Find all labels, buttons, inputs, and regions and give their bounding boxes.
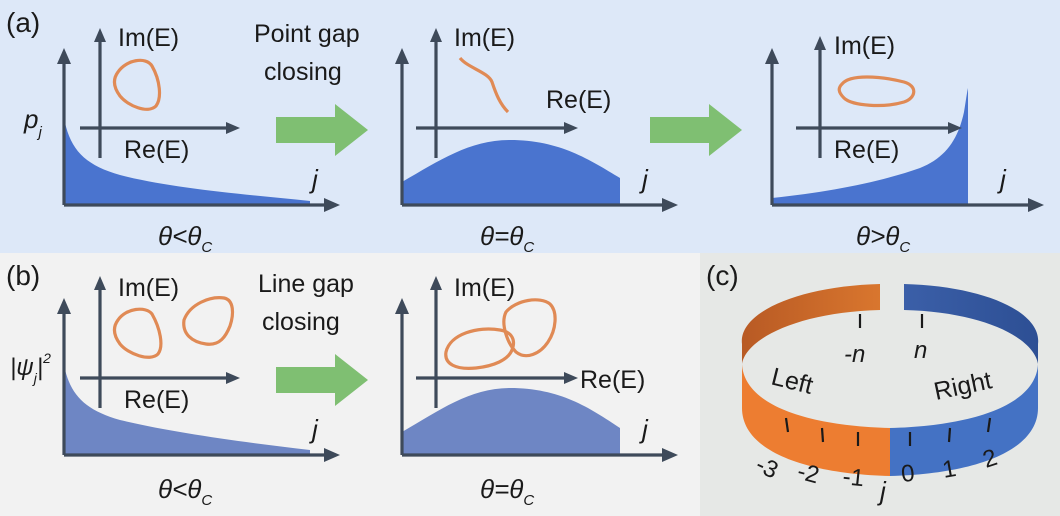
- plot-a1-im-label: Im(E): [118, 24, 179, 52]
- plot-a2-y-arrow: [395, 48, 409, 64]
- plot-b2-y-arrow: [395, 298, 409, 314]
- plot-b1-distribution: [64, 365, 310, 455]
- plot-a2-inset-haxis-arrow: [564, 122, 578, 134]
- plot-a2-condition: θ=θC: [480, 221, 534, 256]
- plot-a3-x-arrow: [1028, 198, 1044, 212]
- panel-a-y-label: pj: [23, 104, 42, 141]
- plot-a1-x-label: j: [309, 164, 319, 194]
- plot-b1-energy-loop-right: [182, 296, 235, 346]
- plot-a1-inset-vaxis-arrow: [94, 28, 106, 42]
- panel-a-transition-line1: Point gap: [254, 20, 360, 48]
- plot-a2-x-arrow: [662, 198, 678, 212]
- ring-label-n: n: [914, 337, 927, 364]
- plot-a3-x-label: j: [997, 164, 1007, 194]
- ring-right-top-strip: [904, 284, 1039, 364]
- plot-a3-inset-haxis-arrow: [948, 122, 962, 134]
- plot-a1-condition: θ<θC: [158, 221, 212, 256]
- plot-a3-re-label: Re(E): [834, 136, 899, 164]
- ring-tick-minus-2: [820, 427, 825, 443]
- plot-b1-condition: θ<θC: [158, 474, 212, 509]
- plot-b1-inset-haxis-arrow: [226, 372, 240, 384]
- plot-b2-re-label: Re(E): [580, 366, 645, 394]
- plot-a2-distribution: [402, 140, 620, 205]
- plot-a3-condition: θ>θC: [856, 221, 910, 256]
- plot-a3-inset-vaxis-arrow: [814, 36, 826, 50]
- ring-tick-label-minus-1: -1: [841, 463, 865, 492]
- panel-a-tag: (a): [6, 7, 40, 38]
- plot-b2-distribution: [402, 388, 620, 455]
- plot-b2-x-arrow: [662, 448, 678, 462]
- panel-a-transition-line2: closing: [264, 58, 342, 86]
- plot-b1-energy-loop-left: [112, 307, 163, 359]
- plot-a3-distribution: [772, 88, 968, 205]
- panel-b-transition-line2: closing: [262, 308, 340, 336]
- panel-b-transition-line1: Line gap: [258, 270, 354, 298]
- plot-b2-energy-loop-left: [444, 327, 516, 370]
- plot-a1-inset-haxis-arrow: [226, 122, 240, 134]
- panel-b: (b) |ψj|2 Im(E) Re(E) j θ<θC Line gap: [6, 260, 678, 509]
- plot-a2-x-label: j: [639, 164, 649, 194]
- plot-b2-x-label: j: [639, 414, 649, 444]
- ring-tick-1: [947, 427, 952, 443]
- plot-a1-x-arrow: [324, 198, 340, 212]
- plot-b1-x-arrow: [324, 448, 340, 462]
- ring-index-label: j: [877, 476, 887, 506]
- plot-a3-im-label: Im(E): [834, 32, 895, 60]
- ring-right-band: [890, 364, 1038, 476]
- panel-a-arrow-1: [276, 104, 368, 156]
- plot-a3: Im(E) Re(E) j θ>θC: [765, 32, 1044, 256]
- plot-a2-energy-arc: [458, 56, 510, 114]
- plot-a2-im-label: Im(E): [454, 24, 515, 52]
- ring-label-minus-n: -n: [844, 341, 865, 368]
- panel-a: (a) pj Im(E) Re(E) j θ<θC Point gap: [6, 7, 1044, 256]
- plot-a1: Im(E) Re(E) j θ<θC: [57, 24, 340, 256]
- plot-b1-im-label: Im(E): [118, 274, 179, 302]
- ring-left-band: [742, 364, 890, 476]
- panel-b-tag: (b): [6, 260, 40, 291]
- ring-tick-minus-3: [784, 417, 790, 433]
- plot-b2-condition: θ=θC: [480, 474, 534, 509]
- plot-a3-y-arrow: [765, 48, 779, 64]
- panel-b-y-label: |ψj|2: [10, 350, 51, 386]
- plot-a2-inset-vaxis-arrow: [430, 28, 442, 42]
- panel-b-arrow: [276, 354, 368, 406]
- plot-a1-re-label: Re(E): [124, 136, 189, 164]
- panel-c-tag: (c): [706, 260, 739, 291]
- ring-tick-label-0: 0: [900, 460, 916, 488]
- plot-a3-energy-loop: [837, 75, 916, 108]
- panel-a-arrow-2: [650, 104, 742, 156]
- plot-a2-re-label: Re(E): [546, 86, 611, 114]
- plot-a2: Im(E) Re(E) j θ=θC: [395, 24, 678, 256]
- plot-b2-im-label: Im(E): [454, 274, 515, 302]
- ring-tick-label-1: 1: [940, 455, 958, 484]
- plot-a1-distribution: [64, 118, 310, 205]
- plot-a1-energy-loop: [112, 58, 162, 111]
- plot-b2: Im(E) Re(E) j θ=θC: [395, 274, 678, 509]
- plot-b1-re-label: Re(E): [124, 386, 189, 414]
- ring-left-top-strip: [741, 284, 880, 364]
- plot-a1-y-arrow: [57, 48, 71, 64]
- plot-b1-y-arrow: [57, 298, 71, 314]
- plot-b1-x-label: j: [309, 414, 319, 444]
- plot-b2-energy-loop-right: [502, 298, 557, 358]
- plot-b2-inset-haxis-arrow: [564, 372, 578, 384]
- ring-tick-2: [986, 417, 992, 433]
- plot-b2-inset-vaxis-arrow: [430, 276, 442, 290]
- plot-b1: Im(E) Re(E) j θ<θC: [57, 274, 340, 509]
- plot-b1-inset-vaxis-arrow: [94, 276, 106, 290]
